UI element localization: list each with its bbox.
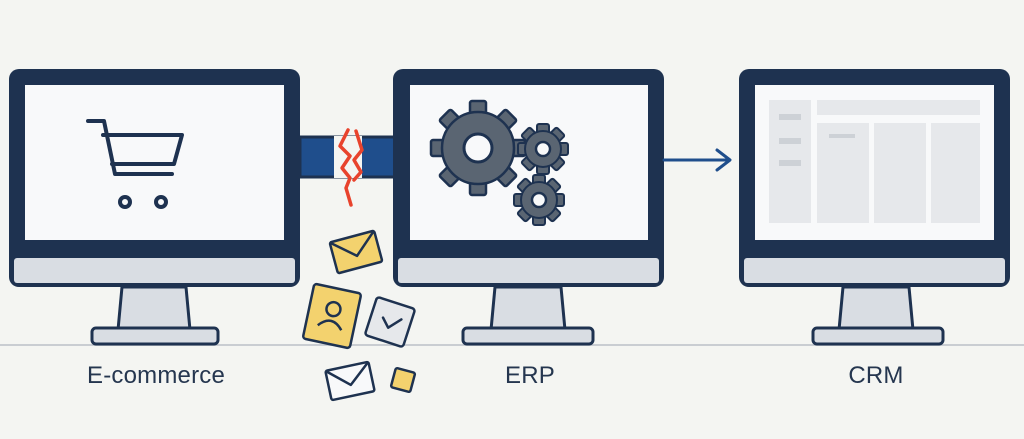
- monitor-erp: [393, 69, 664, 346]
- small-gear-bottom-icon: [513, 174, 565, 226]
- monitor-crm: [739, 69, 1010, 346]
- envelope-icon: [328, 229, 384, 275]
- lightning-break-icon: [338, 128, 364, 207]
- gears-icon: [429, 99, 569, 226]
- broken-connection-pipe: [298, 128, 398, 207]
- note-icon: [389, 366, 417, 394]
- shopping-cart-icon: [86, 119, 184, 209]
- erp-to-crm-arrow: [662, 148, 732, 172]
- contact-card-icon: [302, 282, 362, 350]
- scattered-documents: [302, 229, 417, 402]
- dashboard-layout-icon: [769, 100, 980, 223]
- envelope-icon: [324, 360, 376, 402]
- check-card-icon: [364, 296, 416, 348]
- monitor-ecommerce: [9, 69, 300, 346]
- erp-label: ERP: [505, 362, 555, 389]
- small-gear-top-icon: [517, 123, 569, 175]
- large-gear-icon: [429, 99, 527, 197]
- crm-label: CRM: [848, 362, 904, 389]
- ecommerce-label: E-commerce: [86, 362, 226, 389]
